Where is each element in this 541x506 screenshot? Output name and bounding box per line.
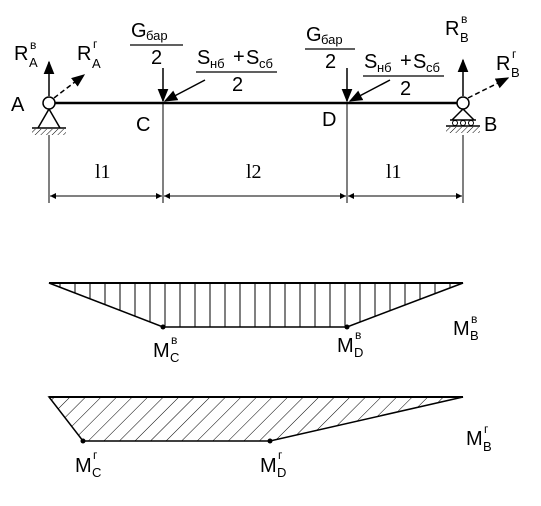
support-b — [446, 96, 480, 133]
svg-text:бар: бар — [321, 32, 343, 47]
svg-text:S: S — [246, 47, 259, 69]
svg-text:сб: сб — [259, 56, 273, 71]
svg-text:2: 2 — [325, 51, 336, 73]
reaction-a-vertical-label: R в A — [14, 38, 38, 70]
load-g-label-c: G бар 2 — [131, 20, 168, 69]
svg-text:C: C — [170, 350, 179, 365]
svg-text:B: B — [460, 30, 469, 45]
svg-text:в: в — [171, 333, 177, 347]
svg-text:2: 2 — [151, 47, 162, 69]
moment-diagram-horizontal — [47, 396, 464, 444]
support-a — [32, 96, 66, 135]
svg-text:R: R — [14, 43, 28, 65]
svg-text:в: в — [461, 12, 467, 26]
svg-text:B: B — [511, 65, 520, 80]
svg-text:+: + — [233, 46, 245, 68]
svg-text:R: R — [496, 53, 510, 75]
moment-label-c-horizontal: M г C — [75, 448, 101, 480]
svg-text:A: A — [29, 55, 38, 70]
svg-text:G: G — [306, 24, 322, 46]
svg-text:G: G — [131, 20, 147, 42]
svg-text:S: S — [413, 51, 426, 73]
load-s-label-d: S нб + S сб 2 — [364, 50, 440, 100]
svg-text:сб: сб — [426, 60, 440, 75]
moment-label-d-horizontal: M г D — [260, 448, 286, 480]
svg-text:в: в — [355, 328, 361, 342]
reaction-a-horizontal-label: R г A — [77, 37, 101, 71]
moment-label-d-vertical: M в D — [337, 328, 363, 360]
dimension-span-2: l2 — [246, 161, 262, 183]
svg-text:г: г — [278, 448, 283, 462]
svg-text:2: 2 — [232, 74, 243, 96]
svg-text:г: г — [484, 422, 489, 436]
load-g-label-d: G бар 2 — [306, 24, 343, 73]
point-label-d: D — [322, 109, 336, 131]
reaction-b-horizontal-arrow — [467, 77, 510, 99]
svg-text:S: S — [364, 51, 377, 73]
svg-text:бар: бар — [146, 28, 168, 43]
svg-text:D: D — [277, 465, 286, 480]
svg-text:C: C — [92, 465, 101, 480]
load-s-label-c: S нб + S сб 2 — [197, 46, 273, 96]
svg-text:M: M — [453, 318, 470, 340]
dimension-span-1: l1 — [95, 161, 111, 183]
point-label-c: C — [136, 114, 150, 136]
svg-text:M: M — [153, 340, 170, 362]
reaction-b-vertical-label: R в B — [445, 12, 469, 45]
reaction-b-horizontal-label: R г B — [496, 47, 520, 80]
moment-diagram-vertical — [48, 282, 464, 330]
svg-text:г: г — [93, 448, 98, 462]
point-label-a: A — [11, 94, 25, 116]
svg-text:+: + — [400, 50, 412, 72]
svg-text:M: M — [260, 455, 277, 477]
svg-text:г: г — [93, 37, 98, 51]
svg-text:D: D — [354, 345, 363, 360]
svg-text:В: В — [483, 439, 492, 454]
svg-text:M: M — [466, 428, 483, 450]
load-s-arrow-c — [163, 79, 206, 102]
point-label-b: B — [484, 114, 497, 136]
svg-text:M: M — [75, 455, 92, 477]
svg-text:нб: нб — [377, 60, 392, 75]
svg-text:нб: нб — [210, 56, 225, 71]
moment-label-b-horizontal: M г В — [466, 422, 492, 454]
moment-label-c-vertical: M в C — [153, 333, 179, 365]
svg-text:в: в — [471, 312, 477, 326]
load-s-arrow-d — [348, 79, 391, 102]
dimension-span-3: l1 — [386, 161, 402, 183]
reaction-a-horizontal-arrow — [53, 74, 86, 99]
svg-text:В: В — [470, 328, 479, 343]
moment-label-b-vertical: M в В — [453, 312, 479, 343]
svg-text:M: M — [337, 335, 354, 357]
dimension-lines — [48, 103, 464, 203]
svg-text:A: A — [92, 56, 101, 71]
svg-text:R: R — [77, 43, 91, 65]
svg-text:2: 2 — [400, 78, 411, 100]
svg-text:S: S — [197, 47, 210, 69]
svg-text:в: в — [30, 38, 36, 52]
svg-text:г: г — [512, 47, 517, 61]
svg-text:R: R — [445, 18, 459, 40]
